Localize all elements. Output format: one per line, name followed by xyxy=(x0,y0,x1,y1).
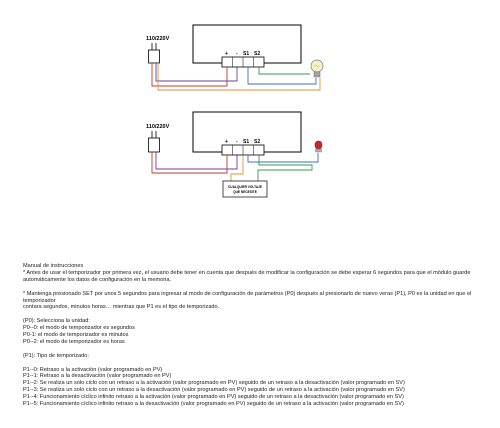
terminal-plus-label: + xyxy=(225,51,228,57)
p1-heading: (P1): Tipo de temporizado: xyxy=(23,352,89,359)
p0-item: P0--0: el modo de temporizador es segund… xyxy=(23,325,135,332)
voltage-source-box: CUALQUIER VOLTAJE QUE NECESITE xyxy=(222,180,268,198)
terminal-s1-label: S1 xyxy=(243,51,249,57)
p0-item: P0-1: el modo de temporizador es minutos xyxy=(23,332,129,339)
manual-title: Manual de instrucciones xyxy=(23,263,84,269)
indicator-lamp-icon xyxy=(314,140,323,153)
p1-item: P1--0: Retraso a la activación (valor pr… xyxy=(23,366,163,373)
terminal-minus-label: - xyxy=(236,51,238,57)
manual-intro-line-2: automáticamente los datos de configuraci… xyxy=(23,276,172,283)
p1-item: P1--2: Se realiza un solo ciclo con un r… xyxy=(23,380,405,387)
wire-red xyxy=(151,152,228,174)
terminal-s2-label: S2 xyxy=(254,51,260,57)
p1-item: P1--1: Retraso a la desactivación (valor… xyxy=(23,373,172,380)
supply-voltage-label: 110/220V xyxy=(146,36,170,42)
terminal-s1-label: S1 xyxy=(243,139,249,145)
light-bulb-icon xyxy=(310,59,324,78)
wire-orange xyxy=(157,63,321,91)
terminal-plus-label: + xyxy=(225,139,228,145)
plug-icon xyxy=(148,131,160,153)
voltage-box-label-2: QUE NECESITE xyxy=(233,190,257,194)
manual-set-line-2: contara segundos, minutos horas… mientra… xyxy=(23,304,220,311)
p1-item: P1--4: Funcionamiento cíclico infinito r… xyxy=(23,394,404,401)
manual-set-line-1: * Mantenga presionado SET por unos 5 seg… xyxy=(23,290,473,304)
wire-purple xyxy=(155,152,238,170)
wire-orange xyxy=(230,155,244,181)
terminal-minus-label: - xyxy=(236,139,238,145)
instruction-manual: Manual de instrucciones * Antes de usar … xyxy=(23,263,493,408)
plug-icon xyxy=(148,43,160,64)
supply-voltage-label: 110/220V xyxy=(146,124,170,130)
p1-item: P1--3: Se realiza un solo ciclo con un r… xyxy=(23,387,405,394)
wire-purple xyxy=(155,63,238,82)
wire-green xyxy=(257,155,313,181)
manual-intro-line-1: * Antes de usar el temporizador por prim… xyxy=(23,269,471,276)
p0-item: P0--2: el modo de temporizador es horas xyxy=(23,338,125,345)
wiring-diagram-bottom: + - S1 S2 110/220V CUALQUIER VOLTAJE QUE… xyxy=(146,111,323,198)
wiring-diagram-top: + - S1 S2 110/220V xyxy=(146,24,324,91)
p0-heading: (P0): Selecciona la unidad: xyxy=(23,318,90,325)
wire-blue xyxy=(247,67,317,85)
voltage-box-label-1: CUALQUIER VOLTAJE xyxy=(228,185,262,189)
wiring-diagrams: + - S1 S2 110/220V xyxy=(146,24,324,198)
p1-item: P1--5: Funcionamiento cíclico infinito r… xyxy=(23,401,404,408)
terminal-s2-label: S2 xyxy=(254,139,260,145)
wire-red xyxy=(151,63,228,87)
wire-green xyxy=(258,67,310,75)
wire-blue xyxy=(247,153,319,163)
